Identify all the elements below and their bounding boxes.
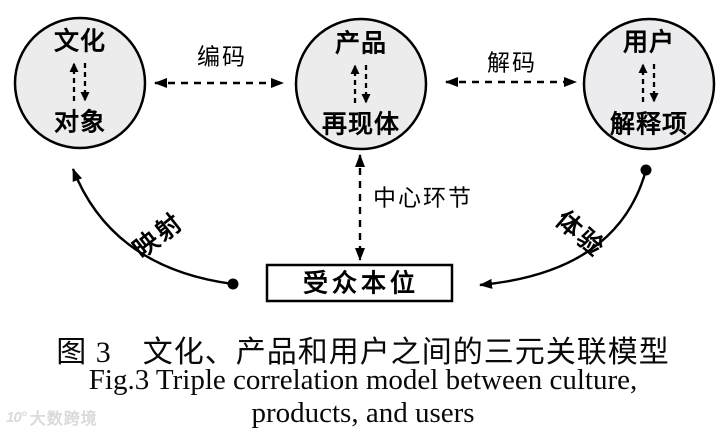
watermark-text: 大数跨境 xyxy=(29,411,98,428)
watermark-logo-icon: 10° xyxy=(6,408,27,426)
central-link-label: 中心环节 xyxy=(373,184,473,211)
object-node-label: 对象 xyxy=(53,108,107,137)
decode-label: 解码 xyxy=(487,49,537,76)
representamen-node-label: 再现体 xyxy=(321,110,401,139)
experience-curve-arrow xyxy=(479,169,648,289)
product-circle xyxy=(294,17,428,151)
watermark: 10° 大数跨境 xyxy=(6,405,98,429)
culture-node-label: 文化 xyxy=(53,27,107,56)
caption-zh: 图 3 文化、产品和用户之间的三元关联模型 xyxy=(56,336,670,369)
user-node-label: 用户 xyxy=(622,28,676,57)
mapping-curve-arrow xyxy=(71,168,234,286)
interpretant-node-label: 解释项 xyxy=(609,110,689,139)
audience-box xyxy=(265,263,454,303)
product-node-label: 产品 xyxy=(334,29,388,58)
caption-en-line2: products, and users xyxy=(251,397,475,429)
culture-circle xyxy=(13,16,147,150)
caption-en-line1: Fig.3 Triple correlation model between c… xyxy=(88,364,638,396)
diagram-canvas xyxy=(13,16,716,303)
user-circle xyxy=(582,17,716,151)
audience-box-label: 受众本位 xyxy=(302,269,420,298)
encode-label: 编码 xyxy=(197,43,247,70)
